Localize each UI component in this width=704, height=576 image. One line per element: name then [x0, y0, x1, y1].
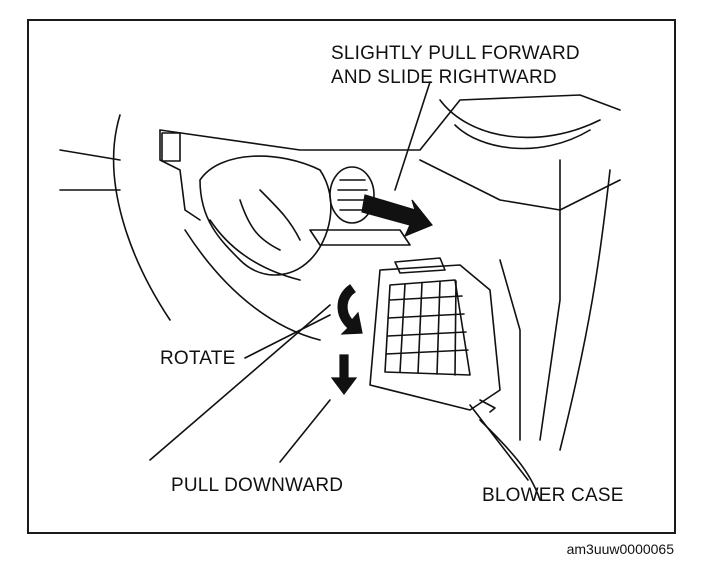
lower-right-curve [479, 419, 541, 501]
left-panel-curve [112, 114, 171, 321]
arrow-rotate [337, 284, 363, 335]
blower-case-inner [384, 279, 471, 376]
leader-slide [394, 81, 431, 191]
dashboard-upper-contour [439, 99, 601, 139]
left-panel-line-1 [59, 149, 121, 161]
blower-motor-vents [337, 179, 368, 211]
callout-rotate: ROTATE [160, 348, 236, 369]
blower-duct [309, 229, 411, 246]
callout-slide-line2: AND SLIDE RIGHTWARD [331, 67, 557, 88]
diagram-frame [27, 19, 676, 534]
hand-outline [199, 155, 332, 276]
callout-pull-downward: PULL DOWNWARD [171, 475, 344, 496]
right-edge-line [499, 259, 521, 441]
blower-case-outline [369, 264, 501, 411]
leader-blower [469, 404, 529, 481]
blower-case-clip [479, 399, 496, 413]
left-bracket [159, 129, 201, 221]
arm-line-2 [184, 229, 321, 341]
filter-grid-h [385, 295, 469, 355]
hand-thumb [209, 219, 301, 281]
right-panel-line [539, 159, 561, 441]
dashboard-curve [454, 124, 591, 150]
callout-slide-line1: SLIGHTLY PULL FORWARD [331, 43, 580, 64]
figure-id: am3uuw0000065 [566, 541, 674, 557]
left-clip [161, 132, 181, 162]
blower-case-tab [394, 257, 446, 274]
dashboard-top-edge [159, 94, 621, 151]
dashboard-lower-contour [419, 159, 621, 211]
right-panel-curve [559, 169, 611, 451]
leader-pull [279, 399, 331, 463]
filter-grid-v [399, 280, 457, 376]
hand-finger-1 [239, 199, 281, 251]
arrow-slide-rightward [361, 194, 433, 238]
callout-slide-rightward: SLIGHTLY PULL FORWARD AND SLIDE RIGHTWAR… [331, 42, 580, 90]
blower-motor [329, 166, 375, 224]
leader-rotate [244, 314, 331, 359]
arrow-pull-downward [330, 354, 358, 395]
callout-blower-case: BLOWER CASE [482, 485, 624, 506]
hand-finger-2 [259, 189, 301, 241]
